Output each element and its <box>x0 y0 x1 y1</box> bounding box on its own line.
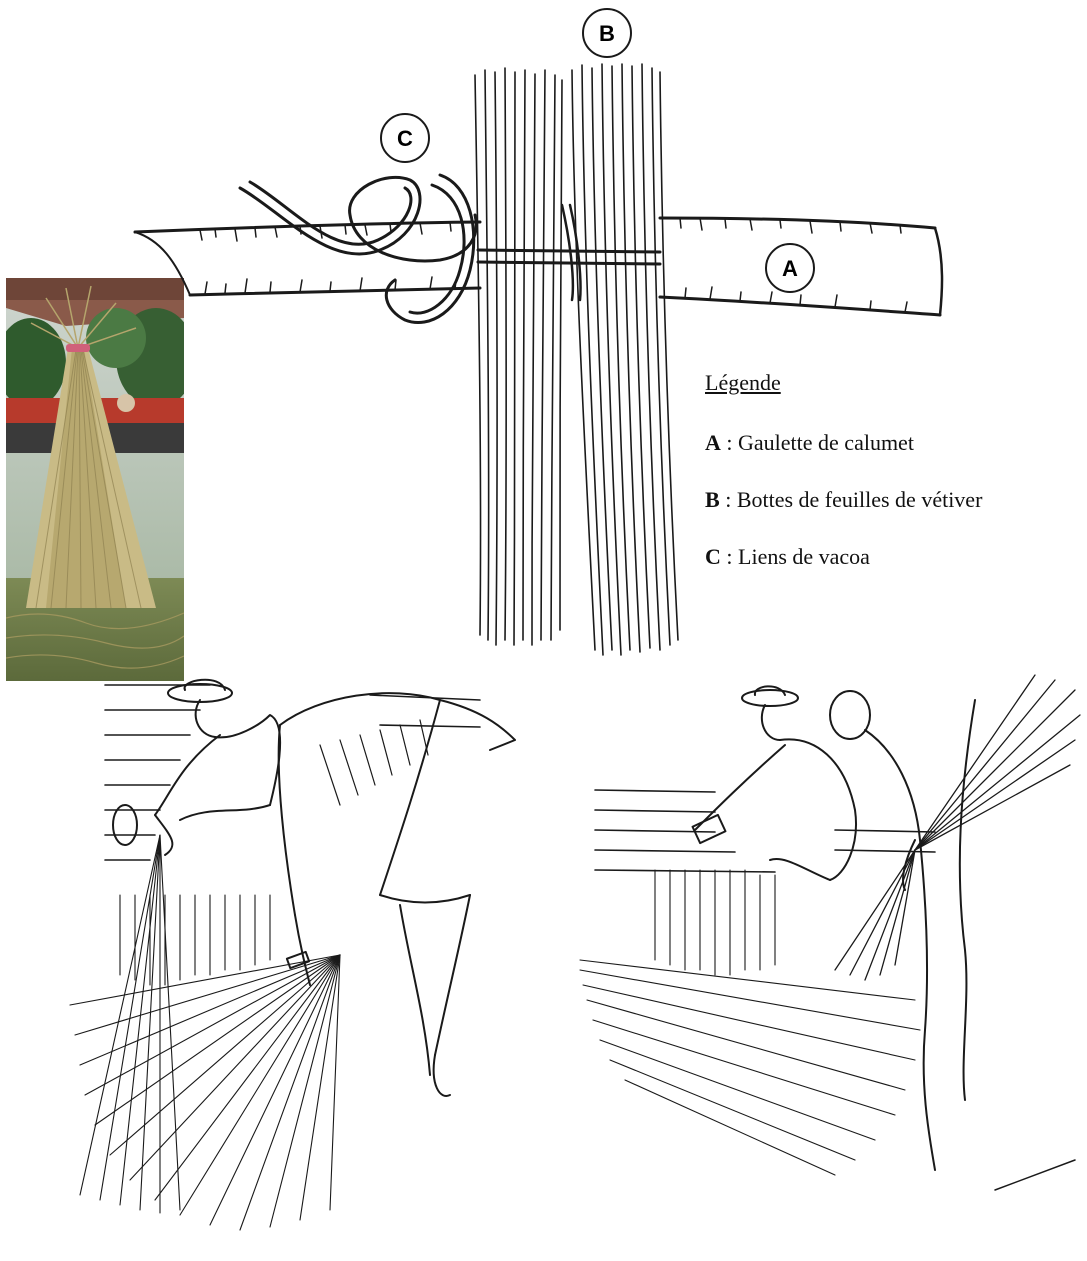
legend-title: Légende <box>705 372 1085 394</box>
legend: Légende A : Gaulette de calumet B : Bott… <box>705 372 1085 603</box>
pole-a <box>135 218 942 315</box>
ground-stroke <box>995 1160 1075 1190</box>
legend-separator: : <box>720 487 737 512</box>
thatch-mass <box>580 870 920 1175</box>
legend-key: C <box>705 544 721 569</box>
worker-bending <box>279 693 515 1096</box>
roof-battens <box>595 790 935 872</box>
thatching-sketch-left <box>60 655 600 1255</box>
label-b: B <box>599 21 615 46</box>
vacoa-tie-c <box>240 175 476 323</box>
thatching-sketch-right <box>575 670 1085 1250</box>
legend-key: A <box>705 430 721 455</box>
legend-item-b: B : Bottes de feuilles de vétiver <box>705 489 1085 511</box>
legend-item-a: A : Gaulette de calumet <box>705 432 1085 454</box>
legend-separator: : <box>721 430 738 455</box>
legend-key: B <box>705 487 720 512</box>
worker-crouching <box>113 680 280 855</box>
legend-text: Bottes de feuilles de vétiver <box>737 487 983 512</box>
label-a: A <box>782 256 798 281</box>
legend-text: Liens de vacoa <box>738 544 870 569</box>
bundles-b <box>475 64 678 655</box>
thatch-mass <box>70 835 340 1230</box>
roof-battens <box>105 685 480 860</box>
legend-text: Gaulette de calumet <box>738 430 914 455</box>
legend-separator: : <box>721 544 738 569</box>
label-c: C <box>397 126 413 151</box>
held-bundle <box>835 675 1080 980</box>
legend-item-c: C : Liens de vacoa <box>705 546 1085 568</box>
worker-holding-bundle <box>830 691 975 1170</box>
